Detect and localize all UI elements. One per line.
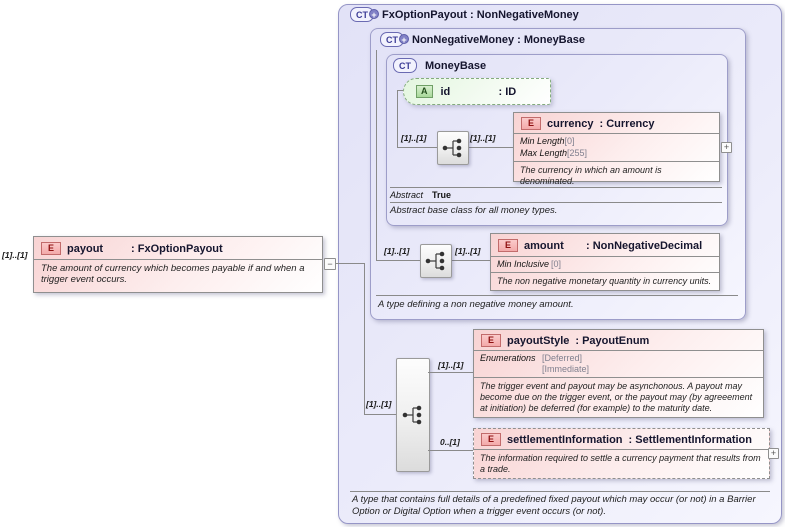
abstract-label: Abstract <box>390 190 424 200</box>
facet-value: [255] <box>567 148 588 158</box>
payoutstyle-header: E payoutStyle : PayoutEnum <box>474 330 763 350</box>
payoutstyle-annotation: The trigger event and payout may be asyn… <box>480 381 753 413</box>
element-currency-box[interactable]: E currency : Currency Min Length [0] Max… <box>513 112 720 186</box>
element-settlementinformation-box[interactable]: E settlementInformation : SettlementInfo… <box>473 428 770 479</box>
occurrence-label: [1]..[1] <box>384 246 410 256</box>
moneybase-annotation: Abstract base class for all money types. <box>390 205 558 216</box>
nonnegativemoney-header: CT+ NonNegativeMoney : MoneyBase <box>380 32 585 47</box>
collapse-button-payout[interactable]: − <box>324 258 336 270</box>
amount-header: E amount : NonNegativeDecimal <box>491 234 719 256</box>
occurrence-label: [1]..[1] <box>438 360 464 370</box>
element-icon: E <box>498 239 519 252</box>
abstract-value: True <box>432 190 452 200</box>
moneybase-title: MoneyBase <box>425 59 487 72</box>
separator <box>390 187 722 188</box>
separator <box>350 491 770 492</box>
facet-label: Min Length <box>520 136 565 146</box>
element-icon: E <box>481 334 502 347</box>
element-name: settlementInformation <box>507 433 623 446</box>
element-payoutstyle-box[interactable]: E payoutStyle : PayoutEnum Enumerations … <box>473 329 764 418</box>
sequence-icon <box>420 244 452 278</box>
occurrence-label: [1]..[1] <box>401 133 427 143</box>
connector-line <box>450 260 490 261</box>
connector-line <box>397 90 403 91</box>
facet-value: [Deferred] <box>542 353 583 363</box>
moneybase-header: CT MoneyBase <box>393 58 486 73</box>
complextype-extension-icon: CT+ <box>380 32 409 47</box>
facet-value: [0] <box>564 136 575 146</box>
payout-header: E payout : FxOptionPayout <box>34 237 322 259</box>
expand-button-currency[interactable]: + <box>721 142 732 153</box>
facet-value: [Immediate] <box>542 364 590 374</box>
attribute-type: : ID <box>498 85 517 98</box>
connector-line <box>376 260 420 261</box>
connector-line <box>397 147 437 148</box>
connector-line <box>467 147 513 148</box>
sequence-icon <box>396 358 430 472</box>
complextype-extension-icon: CT+ <box>350 7 379 22</box>
element-type: : SettlementInformation <box>628 433 752 446</box>
complextype-icon: CT <box>393 58 417 73</box>
occurrence-label: [1]..[1] <box>455 246 481 256</box>
connector-line <box>428 450 473 451</box>
nonnegativemoney-title: NonNegativeMoney : MoneyBase <box>412 33 585 46</box>
occurrence-label: [1]..[1] <box>2 250 28 260</box>
element-type: : FxOptionPayout <box>131 242 223 255</box>
element-payout-box[interactable]: E payout : FxOptionPayout The amount of … <box>33 236 323 293</box>
nonnegativemoney-annotation: A type defining a non negative money amo… <box>378 299 574 310</box>
fxoptionpayout-annotation: A type that contains full details of a p… <box>352 494 756 517</box>
element-icon: E <box>521 117 542 130</box>
abstract-row: Abstract True <box>390 190 451 201</box>
sequence-icon <box>437 131 469 165</box>
attribute-id-box[interactable]: A id : ID <box>403 78 551 105</box>
element-name: currency <box>547 117 594 130</box>
facet-label: Min Inclusive <box>497 259 550 269</box>
connector-line <box>397 90 398 148</box>
separator <box>376 295 738 296</box>
fxoptionpayout-title: FxOptionPayout : NonNegativeMoney <box>382 8 579 21</box>
payout-annotation: The amount of currency which becomes pay… <box>41 263 305 285</box>
settlementinformation-header: E settlementInformation : SettlementInfo… <box>474 429 769 449</box>
currency-annotation: The currency in which an amount is denom… <box>520 165 662 186</box>
occurrence-label: 0..[1] <box>440 437 460 447</box>
settlementinformation-annotation: The information required to settle a cur… <box>480 453 761 474</box>
occurrence-label: [1]..[1] <box>470 133 496 143</box>
element-name: amount <box>524 239 564 252</box>
attribute-icon: A <box>416 85 433 98</box>
extension-plus-icon: + <box>399 34 409 45</box>
connector-line <box>428 372 473 373</box>
element-name: payout <box>67 242 104 255</box>
element-type: : NonNegativeDecimal <box>586 239 703 252</box>
extension-plus-icon: + <box>369 9 379 20</box>
element-type: : PayoutEnum <box>575 334 650 347</box>
element-type: : Currency <box>599 117 655 130</box>
element-icon: E <box>41 242 62 255</box>
separator <box>390 202 722 203</box>
expand-button-settlementinformation[interactable]: + <box>768 448 779 459</box>
fxoptionpayout-header: CT+ FxOptionPayout : NonNegativeMoney <box>350 7 579 22</box>
element-name: payoutStyle <box>507 334 570 347</box>
facet-label: Max Length <box>520 148 568 158</box>
connector-line <box>336 263 364 264</box>
occurrence-label: [1]..[1] <box>366 399 392 409</box>
currency-header: E currency : Currency <box>514 113 719 133</box>
element-icon: E <box>481 433 502 446</box>
facet-label: Enumerations <box>480 353 536 363</box>
amount-annotation: The non negative monetary quantity in cu… <box>497 276 712 286</box>
facet-value: [0] <box>551 259 562 269</box>
connector-line <box>364 414 396 415</box>
attribute-name: id <box>440 85 451 98</box>
element-amount-box[interactable]: E amount : NonNegativeDecimal Min Inclus… <box>490 233 720 291</box>
connector-line <box>376 50 377 260</box>
connector-line <box>364 263 365 414</box>
